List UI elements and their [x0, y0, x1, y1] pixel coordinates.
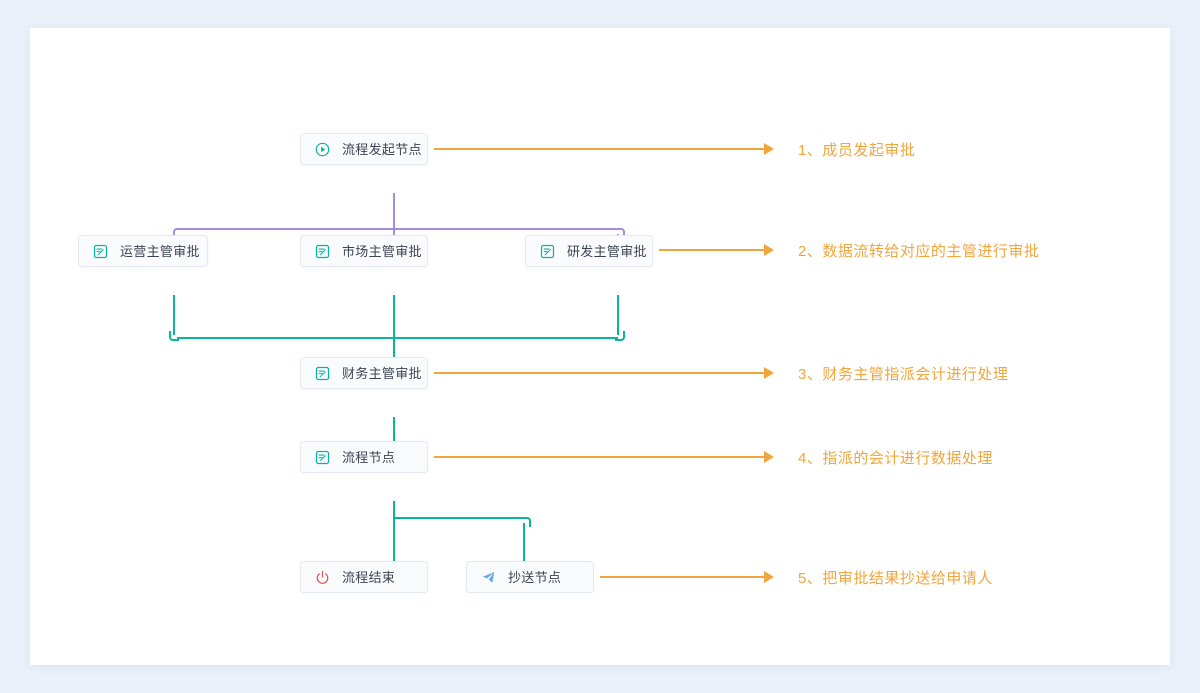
annotation-text-3: 3、财务主管指派会计进行处理: [798, 366, 1009, 383]
annotation-arrowhead-1: [764, 143, 774, 155]
edge-up-rd: [617, 295, 619, 335]
edge-start-down: [393, 193, 395, 230]
node-finance-approval-label: 财务主管审批: [342, 365, 422, 381]
node-rd-approval-label: 研发主管审批: [567, 243, 647, 259]
edge-split-bar-purple: [177, 228, 618, 230]
annotation-arrowhead-5: [764, 571, 774, 583]
node-ops-approval-label: 运营主管审批: [120, 243, 200, 259]
node-process[interactable]: 流程节点: [300, 441, 428, 473]
annotation-arrowhead-3: [764, 367, 774, 379]
annotation-text-1: 1、成员发起审批: [798, 142, 916, 159]
edge-market-to-finance: [393, 295, 395, 377]
node-end-label: 流程结束: [342, 569, 396, 585]
edge-finance-to-process: [393, 417, 395, 461]
annotation-line-3: [434, 372, 764, 374]
diagram-canvas: 流程发起节点 运营主管审批 市场主管审批 研发主管审批: [30, 28, 1170, 665]
approval-doc-icon: [93, 244, 108, 258]
send-plane-icon: [482, 571, 495, 583]
annotation-text-5: 5、把审批结果抄送给申请人: [798, 570, 993, 587]
node-market-approval[interactable]: 市场主管审批: [300, 235, 428, 267]
node-market-approval-label: 市场主管审批: [342, 243, 422, 259]
node-start-label: 流程发起节点: [342, 141, 422, 157]
annotation-line-4: [434, 456, 764, 458]
annotation-arrowhead-2: [764, 244, 774, 256]
annotation-line-1: [434, 148, 764, 150]
approval-doc-icon: [540, 244, 555, 258]
annotation-arrowhead-4: [764, 451, 774, 463]
annotation-line-2: [659, 249, 764, 251]
edge-split-bar-cc: [395, 517, 524, 519]
approval-doc-icon: [315, 244, 330, 258]
node-cc[interactable]: 抄送节点: [466, 561, 594, 593]
edge-elbow-right-teal: [615, 331, 625, 341]
power-off-icon: [316, 570, 329, 584]
node-ops-approval[interactable]: 运营主管审批: [78, 235, 208, 267]
edge-drop-cc: [523, 523, 525, 581]
approval-doc-icon: [315, 450, 330, 464]
edge-elbow-right-purple: [615, 228, 625, 238]
annotation-text-2: 2、数据流转给对应的主管进行审批: [798, 243, 1040, 260]
node-finance-approval[interactable]: 财务主管审批: [300, 357, 428, 389]
edge-elbow-left-purple: [173, 228, 183, 238]
annotation-line-5: [600, 576, 764, 578]
edge-merge-bar-teal: [177, 337, 618, 339]
node-start[interactable]: 流程发起节点: [300, 133, 428, 165]
approval-doc-icon: [315, 366, 330, 380]
edge-up-ops: [173, 295, 175, 335]
edge-process-to-end: [393, 501, 395, 581]
edge-elbow-cc: [521, 517, 531, 527]
node-cc-label: 抄送节点: [508, 569, 562, 585]
node-end[interactable]: 流程结束: [300, 561, 428, 593]
annotation-text-4: 4、指派的会计进行数据处理: [798, 450, 993, 467]
edge-elbow-left-teal: [169, 331, 179, 341]
play-circle-icon: [315, 142, 330, 156]
node-process-label: 流程节点: [342, 449, 396, 465]
node-rd-approval[interactable]: 研发主管审批: [525, 235, 653, 267]
